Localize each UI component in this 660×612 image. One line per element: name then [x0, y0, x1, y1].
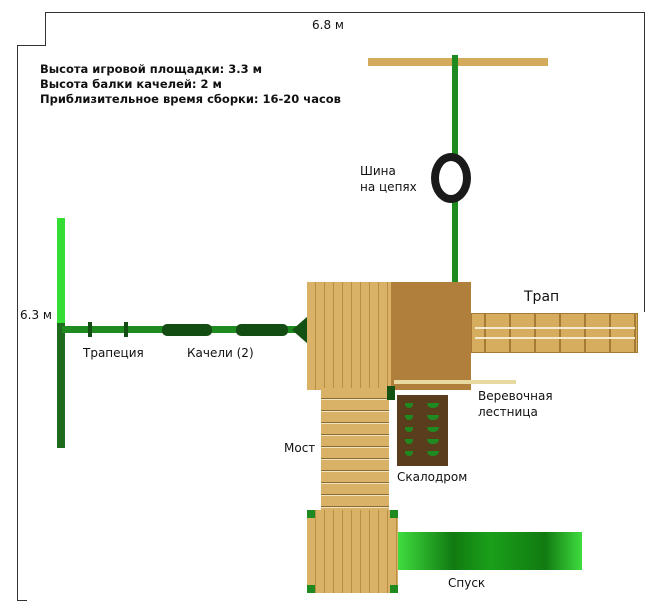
climbing-hold-icon — [405, 427, 413, 432]
dimension-right-line — [644, 12, 645, 312]
ramp-rail — [475, 337, 635, 339]
depth-dimension-line — [17, 45, 18, 601]
rock-wall — [397, 395, 448, 466]
trapeze-icon — [124, 322, 128, 337]
dimension-corner — [17, 45, 46, 46]
swing-seat-icon — [162, 324, 212, 336]
lower-deck — [307, 510, 398, 593]
climbing-hold-icon — [427, 451, 439, 456]
post-cap — [307, 510, 315, 518]
ramp-post — [609, 314, 611, 352]
swing-seat-icon — [236, 324, 288, 336]
trapeze-icon — [88, 322, 92, 337]
ramp-post — [559, 314, 561, 352]
ramp-label: Трап — [524, 289, 560, 305]
slide-label: Спуск — [448, 576, 486, 590]
climbing-hold-icon — [427, 403, 439, 408]
a-frame-top — [57, 218, 65, 323]
post-cap — [390, 585, 398, 593]
climbing-hold-icon — [405, 403, 413, 408]
ramp-post — [509, 314, 511, 352]
spec-play-height: Высота игровой площадки: 3.3 м — [40, 62, 263, 76]
climbing-hold-icon — [427, 439, 439, 444]
tower-deck — [307, 282, 391, 390]
tire-beam — [368, 58, 548, 66]
swings-label: Качели (2) — [187, 346, 254, 360]
rock-wall-label: Скалодром — [397, 470, 468, 484]
bridge-label: Мост — [284, 441, 316, 455]
spec-swing-beam-height: Высота балки качелей: 2 м — [40, 77, 222, 91]
a-frame-bottom — [57, 323, 65, 448]
spec-assembly-time: Приблизительное время сборки: 16-20 часо… — [40, 92, 341, 106]
post-cap — [390, 510, 398, 518]
slide — [398, 532, 582, 570]
specs: Высота игровой площадки: 3.3 м Высота ба… — [40, 62, 341, 107]
climbing-hold-icon — [405, 415, 413, 420]
ramp-post — [534, 314, 536, 352]
rope-ladder — [394, 380, 516, 384]
ramp — [471, 313, 638, 353]
beam-bracket-icon — [292, 316, 308, 344]
post-cap — [387, 386, 395, 400]
ramp-rail — [475, 327, 635, 329]
climbing-hold-icon — [405, 439, 413, 444]
bridge — [321, 388, 389, 510]
depth-label: 6.3 м — [20, 308, 52, 322]
post-cap — [307, 585, 315, 593]
ramp-post — [484, 314, 486, 352]
climbing-hold-icon — [405, 451, 413, 456]
width-label: 6.8 м — [312, 18, 344, 32]
climbing-hold-icon — [427, 415, 439, 420]
dimension-tick — [17, 600, 27, 601]
ramp-post — [634, 314, 636, 352]
trapeze-label: Трапеция — [83, 346, 144, 360]
width-dimension-line — [45, 12, 645, 13]
climbing-hold-icon — [427, 427, 439, 432]
ramp-post — [584, 314, 586, 352]
dimension-corner — [45, 12, 46, 45]
tower-roof — [391, 282, 471, 390]
tire-icon — [431, 153, 471, 203]
